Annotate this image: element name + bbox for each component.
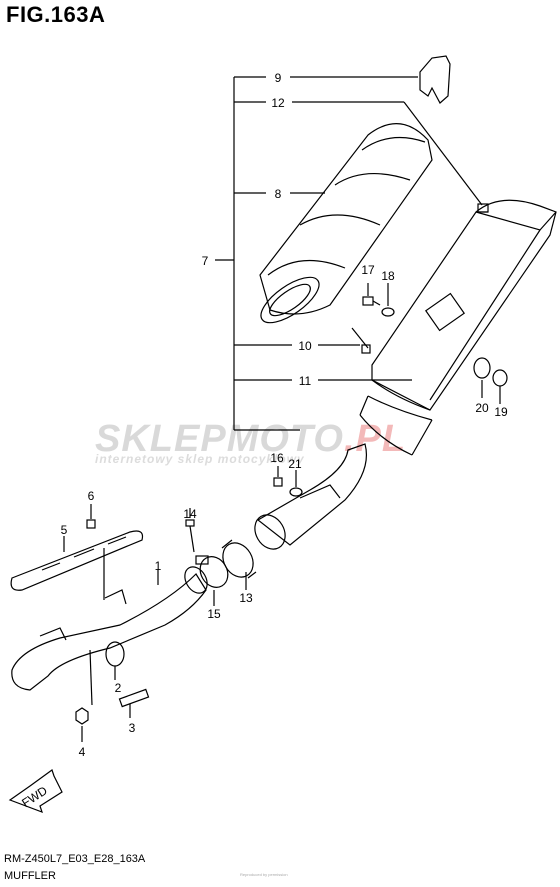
watermark-brand-right: .PL [344, 418, 407, 460]
washer-18 [381, 307, 395, 317]
model-code: RM-Z450L7_E03_E28_163A [4, 853, 146, 865]
callout-18: 18 [381, 269, 395, 283]
callout-20: 20 [475, 401, 489, 415]
callout-12: 12 [271, 96, 285, 110]
footnote: Reproduced by permission [240, 872, 288, 877]
rivet-10 [351, 327, 371, 354]
callout-7: 7 [202, 254, 209, 268]
callout-1: 1 [155, 559, 162, 573]
callout-3: 3 [129, 721, 136, 735]
callout-16: 16 [270, 451, 284, 465]
washer-21 [289, 487, 303, 497]
callout-8: 8 [275, 187, 282, 201]
connector-pipe [254, 443, 368, 550]
callout-5: 5 [61, 523, 68, 537]
bolt-12 [477, 203, 489, 213]
callout-13: 13 [239, 591, 253, 605]
callout-19: 19 [494, 405, 508, 419]
bolt-17 [362, 296, 381, 306]
heat-protector-5 [10, 530, 144, 591]
callout-bracket-7 [215, 76, 483, 431]
seal-13 [221, 539, 257, 579]
callout-15: 15 [207, 607, 221, 621]
watermark-tagline: internetowy sklep motocyklowy [95, 452, 305, 466]
callout-11: 11 [299, 374, 312, 388]
label-plate-9 [419, 55, 451, 104]
nut-4 [75, 707, 89, 725]
bolt-14 [185, 519, 195, 553]
callout-9: 9 [275, 71, 282, 85]
washer-19 [492, 369, 508, 387]
callout-4: 4 [79, 745, 86, 759]
fwd-arrow-icon [8, 769, 63, 814]
callout-6: 6 [88, 489, 95, 503]
callout-2: 2 [115, 681, 122, 695]
stud-bolt-3 [118, 688, 150, 708]
clamp-15 [195, 555, 229, 588]
callout-labels: 9 12 8 7 17 18 10 11 20 19 16 21 6 14 5 1 13 15 2 3 4 [61, 71, 508, 759]
callout-14: 14 [183, 507, 197, 521]
bolt-16 [273, 477, 283, 487]
callout-21: 21 [288, 457, 302, 471]
bolt-6 [86, 519, 96, 529]
callout-17: 17 [361, 263, 375, 277]
silencer-body-7 [359, 199, 557, 456]
watermark-brand-left: SKLEPMOTO [95, 418, 344, 460]
muffler-packing-8 [259, 123, 433, 324]
watermark-brand: SKLEPMOTO.PL [95, 418, 406, 461]
callout-10: 10 [298, 339, 312, 353]
grommet-20 [473, 357, 491, 379]
figure-title: FIG.163A [6, 2, 106, 27]
section-name: MUFFLER [4, 870, 56, 882]
exhaust-pipe-1 [11, 566, 208, 691]
